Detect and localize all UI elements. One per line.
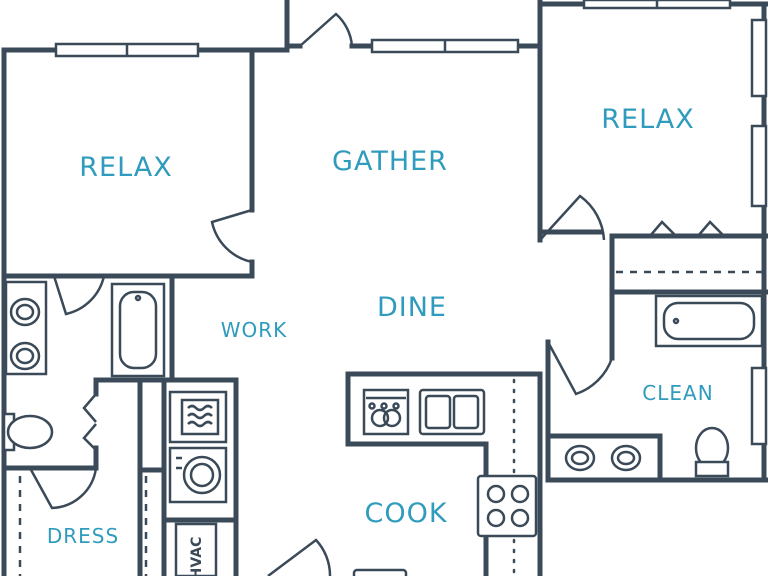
dryer-icon — [168, 390, 228, 444]
windows — [54, 0, 768, 446]
washer-icon — [168, 446, 228, 504]
dishwasher-icon — [362, 388, 410, 436]
room-label-dine: DINE — [377, 292, 447, 323]
room-label-work: WORK — [221, 318, 288, 342]
room-label-gather: GATHER — [332, 146, 448, 177]
room-label-cook: COOK — [364, 498, 447, 529]
hvac-unit — [174, 522, 218, 576]
room-label-relax-right: RELAX — [601, 104, 694, 135]
room-labels: RELAX GATHER RELAX WORK DINE CLEAN COOK … — [47, 104, 713, 576]
dashed-lines — [18, 270, 764, 576]
doors — [28, 12, 725, 576]
toilet-icon — [694, 426, 730, 478]
sink-icon — [9, 297, 41, 371]
double-sink-icon — [418, 388, 486, 436]
toilet-icon — [2, 412, 54, 452]
bathtub-icon — [654, 294, 764, 348]
room-label-hvac: HVAC — [189, 537, 205, 576]
bathtub-icon — [110, 282, 166, 378]
room-label-relax-left: RELAX — [79, 152, 172, 183]
room-label-clean: CLEAN — [642, 381, 713, 405]
stove-icon — [476, 474, 538, 538]
sink-icon — [564, 444, 642, 472]
fixtures — [2, 280, 764, 576]
room-label-dress: DRESS — [47, 524, 119, 548]
